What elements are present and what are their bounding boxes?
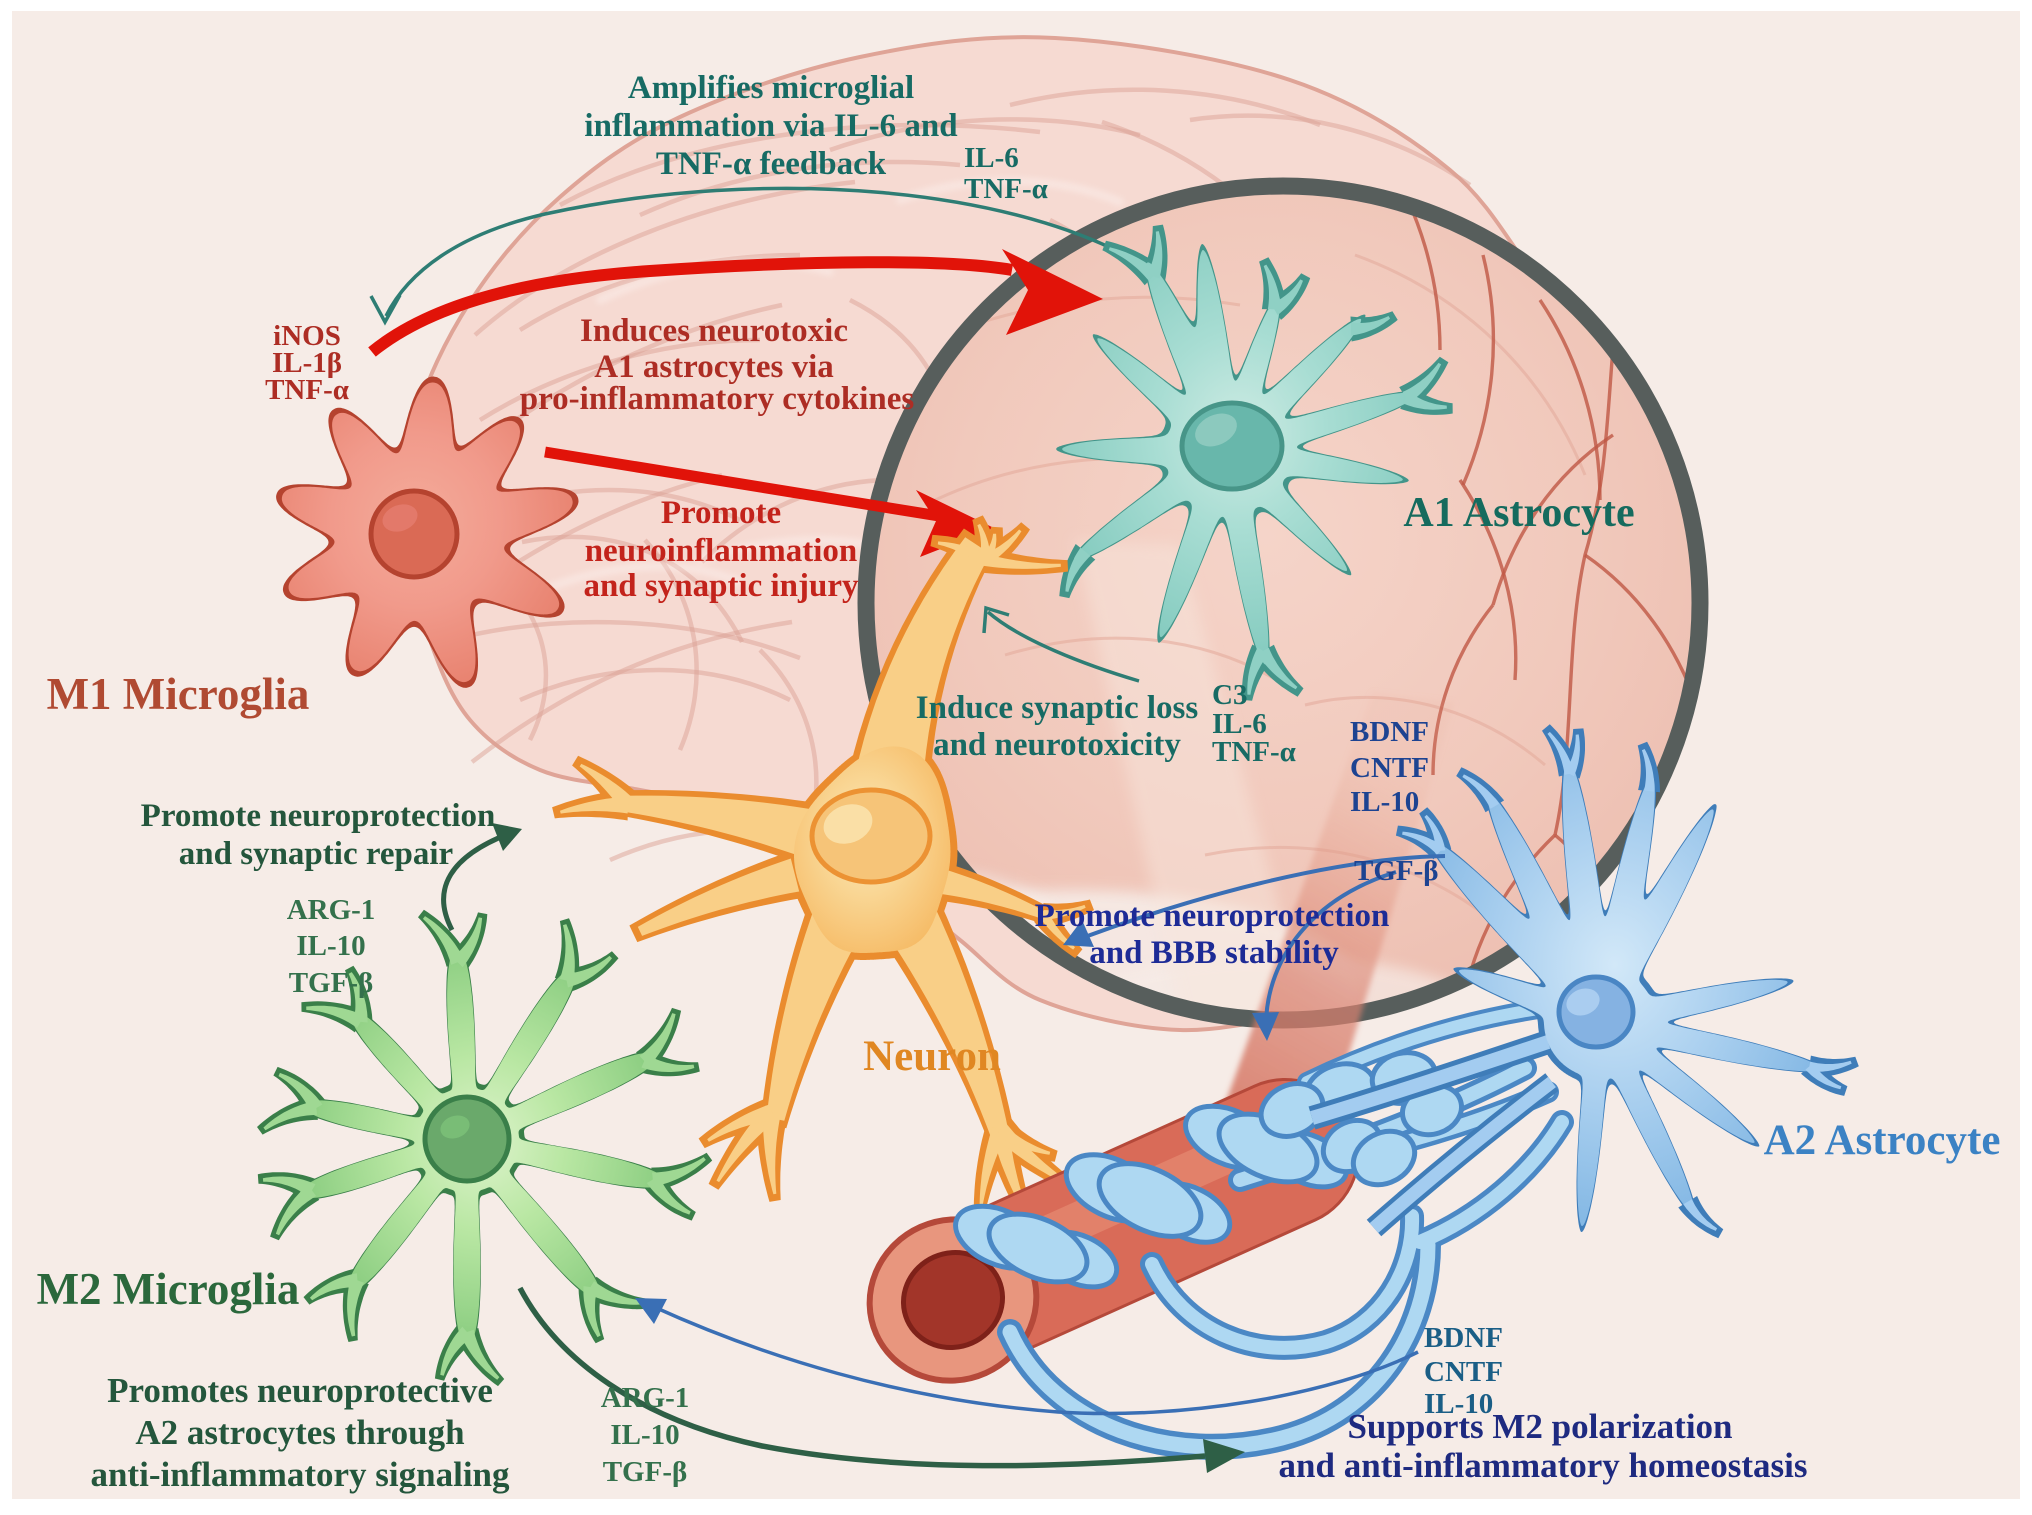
svg-text:IL-6: IL-6 (1212, 708, 1267, 740)
svg-text:neuroinflammation: neuroinflammation (585, 533, 858, 569)
svg-text:M1 Microglia: M1 Microglia (47, 669, 310, 719)
svg-text:IL-6: IL-6 (964, 142, 1019, 174)
svg-text:A1 astrocytes via: A1 astrocytes via (594, 349, 834, 385)
svg-text:Induce synaptic loss: Induce synaptic loss (916, 690, 1199, 726)
svg-text:IL-10: IL-10 (296, 930, 365, 962)
svg-text:ARG-1: ARG-1 (287, 894, 376, 926)
svg-text:M2 Microglia: M2 Microglia (37, 1264, 300, 1314)
svg-text:anti-inflammatory signaling: anti-inflammatory signaling (90, 1455, 510, 1494)
svg-text:A1 Astrocyte: A1 Astrocyte (1403, 490, 1634, 536)
svg-text:Promote neuroprotection: Promote neuroprotection (141, 798, 496, 834)
svg-text:IL-10: IL-10 (1350, 786, 1419, 818)
svg-text:inflammation via IL-6 and: inflammation via IL-6 and (584, 108, 957, 144)
svg-text:Promotes neuroprotective: Promotes neuroprotective (107, 1371, 493, 1410)
svg-text:TNF-α: TNF-α (265, 374, 349, 406)
svg-text:and neurotoxicity: and neurotoxicity (933, 727, 1181, 763)
svg-text:CNTF: CNTF (1424, 1356, 1503, 1388)
svg-text:and synaptic injury: and synaptic injury (583, 568, 859, 604)
svg-text:C3: C3 (1212, 679, 1247, 711)
svg-text:and anti-inflammatory homeosta: and anti-inflammatory homeostasis (1279, 1446, 1808, 1485)
svg-text:Amplifies microglial: Amplifies microglial (628, 70, 914, 106)
svg-text:TGF-β: TGF-β (1354, 855, 1439, 887)
svg-text:pro-inflammatory cytokines: pro-inflammatory cytokines (520, 381, 915, 417)
svg-text:TGF-β: TGF-β (603, 1456, 688, 1488)
svg-text:and BBB stability: and BBB stability (1089, 935, 1339, 971)
svg-text:TNF-α: TNF-α (1212, 736, 1296, 768)
svg-text:Induces neurotoxic: Induces neurotoxic (580, 313, 848, 349)
svg-text:CNTF: CNTF (1350, 752, 1429, 784)
svg-text:TGF-β: TGF-β (289, 967, 374, 999)
svg-text:iNOS: iNOS (273, 320, 341, 352)
svg-text:BDNF: BDNF (1424, 1322, 1503, 1354)
svg-text:BDNF: BDNF (1350, 716, 1429, 748)
svg-text:ARG-1: ARG-1 (601, 1382, 690, 1414)
svg-text:Neuron: Neuron (863, 1033, 1001, 1080)
svg-text:Promote neuroprotection: Promote neuroprotection (1035, 898, 1390, 934)
svg-text:IL-1β: IL-1β (272, 347, 342, 379)
svg-text:TNF-α feedback: TNF-α feedback (656, 146, 887, 182)
svg-text:IL-10: IL-10 (1424, 1388, 1493, 1420)
svg-text:A2 astrocytes through: A2 astrocytes through (135, 1413, 464, 1452)
svg-text:A2 Astrocyte: A2 Astrocyte (1764, 1117, 2001, 1164)
svg-text:IL-10: IL-10 (610, 1419, 679, 1451)
svg-text:Promote: Promote (661, 495, 781, 531)
svg-text:Supports M2 polarization: Supports M2 polarization (1347, 1407, 1732, 1446)
svg-text:TNF-α: TNF-α (964, 173, 1048, 205)
svg-text:and synaptic repair: and synaptic repair (179, 836, 453, 872)
